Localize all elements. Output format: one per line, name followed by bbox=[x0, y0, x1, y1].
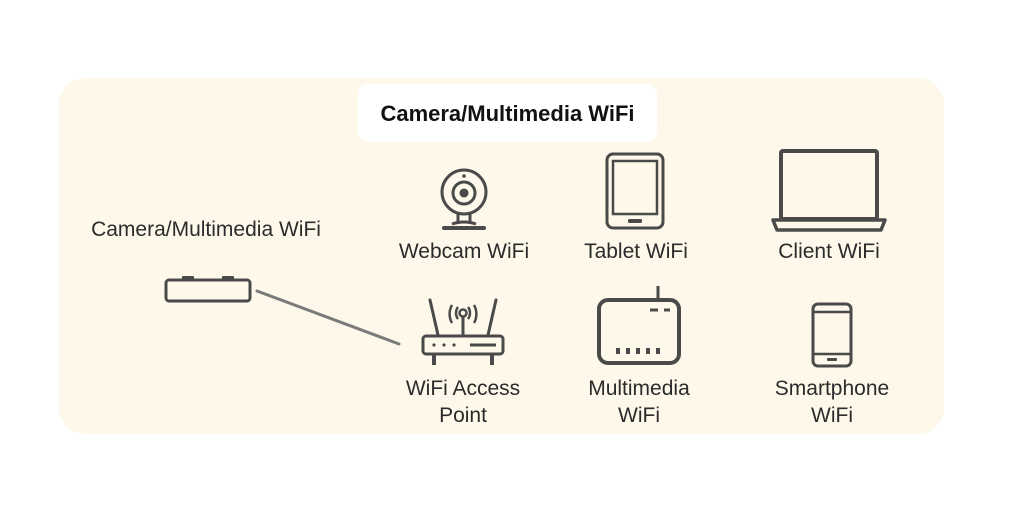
device-label-access-point: WiFi Access Point bbox=[405, 377, 521, 427]
device-label-client: Client WiFi bbox=[778, 240, 880, 263]
link-external-to-access-point bbox=[255, 289, 401, 346]
device-label-tablet: Tablet WiFi bbox=[584, 240, 688, 263]
external-device-label: Camera/Multimedia WiFi bbox=[91, 218, 321, 241]
device-label-webcam: Webcam WiFi bbox=[398, 240, 530, 263]
tablet-icon bbox=[605, 152, 665, 230]
laptop-icon bbox=[771, 149, 887, 232]
device-label-multimedia: Multimedia WiFi bbox=[588, 377, 690, 427]
webcam-icon bbox=[440, 168, 488, 230]
group-title: Camera/Multimedia WiFi bbox=[358, 84, 657, 142]
multimedia-box-icon bbox=[597, 286, 681, 365]
smartphone-icon bbox=[811, 302, 853, 368]
device-icon bbox=[164, 276, 252, 303]
router-icon bbox=[421, 298, 505, 365]
device-label-smartphone: Smartphone WiFi bbox=[774, 377, 890, 427]
group-title-text: Camera/Multimedia WiFi bbox=[380, 100, 635, 126]
